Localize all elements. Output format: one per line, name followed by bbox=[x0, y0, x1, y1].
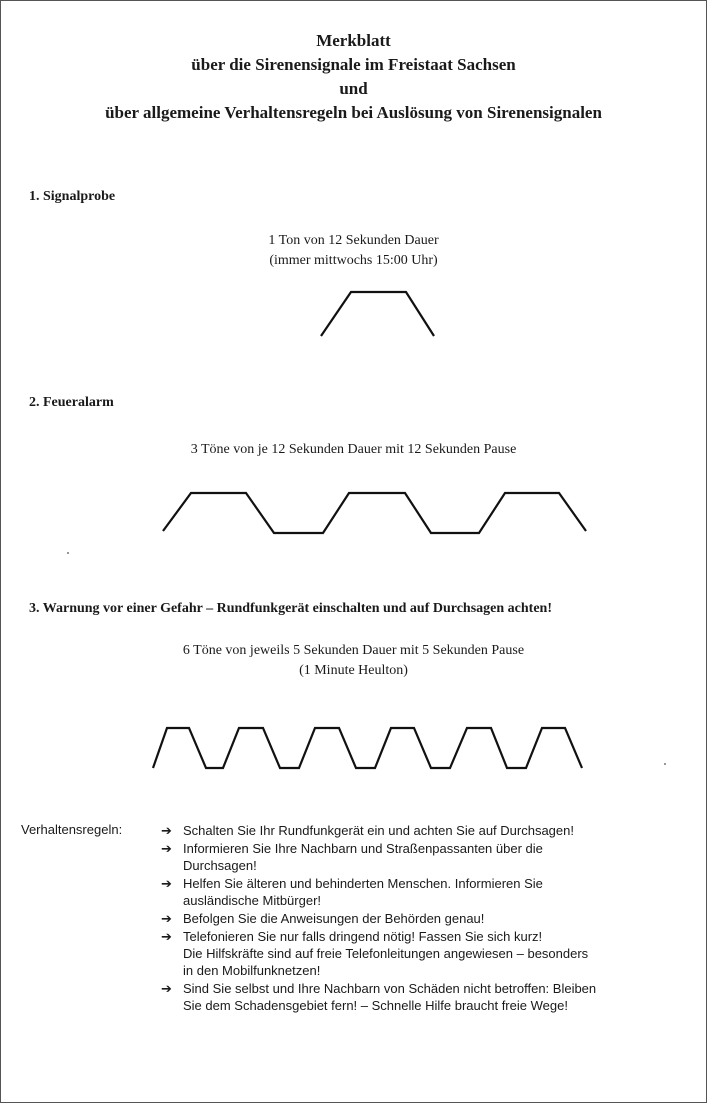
rule-text-line: Befolgen Sie die Anweisungen der Behörde… bbox=[183, 911, 485, 926]
signal-waveform-six-tones bbox=[151, 726, 584, 770]
rule-text-line: in den Mobilfunknetzen! bbox=[183, 963, 321, 978]
title-line: über die Sirenensignale im Freistaat Sac… bbox=[191, 55, 516, 74]
rules-list: ➔ Schalten Sie Ihr Rundfunkgerät ein und… bbox=[161, 822, 681, 1015]
rule-text-line: Die Hilfskräfte sind auf freie Telefonle… bbox=[183, 946, 589, 961]
signal-waveform-single-tone bbox=[320, 290, 435, 337]
caption-line: (immer mittwochs 15:00 Uhr) bbox=[269, 253, 438, 268]
signal-waveform-three-tones bbox=[162, 491, 587, 535]
rule-text-line: Telefonieren Sie nur falls dringend nöti… bbox=[183, 929, 543, 944]
rule-text-line: Schalten Sie Ihr Rundfunkgerät ein und a… bbox=[183, 823, 574, 838]
caption-line: 6 Töne von jeweils 5 Sekunden Dauer mit … bbox=[182, 643, 525, 658]
rule-item: ➔ Schalten Sie Ihr Rundfunkgerät ein und… bbox=[161, 822, 681, 839]
waveform-line bbox=[162, 491, 587, 535]
scan-speck bbox=[67, 552, 69, 554]
rule-text-line: Helfen Sie älteren und behinderten Mensc… bbox=[183, 876, 543, 891]
arrow-icon: ➔ bbox=[161, 929, 172, 944]
section-heading-signalprobe: 1. Signalprobe bbox=[29, 189, 116, 204]
rule-item: ➔ Telefonieren Sie nur falls dringend nö… bbox=[161, 928, 681, 979]
caption-line: 1 Ton von 12 Sekunden Dauer bbox=[268, 233, 439, 248]
waveform-line bbox=[320, 290, 435, 337]
arrow-icon: ➔ bbox=[161, 911, 172, 926]
rule-text-line: ausländische Mitbürger! bbox=[183, 893, 322, 908]
title-line: Merkblatt bbox=[316, 31, 391, 50]
rule-item: ➔ Informieren Sie Ihre Nachbarn und Stra… bbox=[161, 840, 681, 874]
rule-text-line: Sind Sie selbst und Ihre Nachbarn von Sc… bbox=[183, 981, 597, 996]
section-heading-feueralarm: 2. Feueralarm bbox=[29, 395, 114, 410]
title-line: über allgemeine Verhaltensregeln bei Aus… bbox=[105, 103, 602, 122]
arrow-icon: ➔ bbox=[161, 981, 172, 996]
rule-item: ➔ Befolgen Sie die Anweisungen der Behör… bbox=[161, 910, 681, 927]
arrow-icon: ➔ bbox=[161, 823, 172, 838]
waveform-line bbox=[151, 726, 584, 770]
rules-label: Verhaltensregeln: bbox=[21, 822, 123, 837]
rule-item: ➔ Sind Sie selbst und Ihre Nachbarn von … bbox=[161, 980, 681, 1014]
section-heading-warnung: 3. Warnung vor einer Gefahr – Rundfunkge… bbox=[29, 601, 552, 616]
caption-line: (1 Minute Heulton) bbox=[299, 663, 408, 678]
section-caption: 1 Ton von 12 Sekunden Dauer (immer mittw… bbox=[1, 231, 706, 271]
document-title: Merkblatt über die Sirenensignale im Fre… bbox=[1, 29, 706, 125]
rule-item: ➔ Helfen Sie älteren und behinderten Men… bbox=[161, 875, 681, 909]
caption-line: 3 Töne von je 12 Sekunden Dauer mit 12 S… bbox=[190, 442, 517, 457]
arrow-icon: ➔ bbox=[161, 841, 172, 856]
section-caption: 6 Töne von jeweils 5 Sekunden Dauer mit … bbox=[1, 641, 706, 681]
scan-speck bbox=[664, 763, 666, 765]
title-line: und bbox=[339, 79, 368, 98]
section-caption: 3 Töne von je 12 Sekunden Dauer mit 12 S… bbox=[1, 440, 706, 460]
rule-text-line: Informieren Sie Ihre Nachbarn und Straße… bbox=[183, 841, 543, 856]
rule-text-line: Sie dem Schadensgebiet fern! – Schnelle … bbox=[183, 998, 568, 1013]
rule-text-line: Durchsagen! bbox=[183, 858, 257, 873]
arrow-icon: ➔ bbox=[161, 876, 172, 891]
